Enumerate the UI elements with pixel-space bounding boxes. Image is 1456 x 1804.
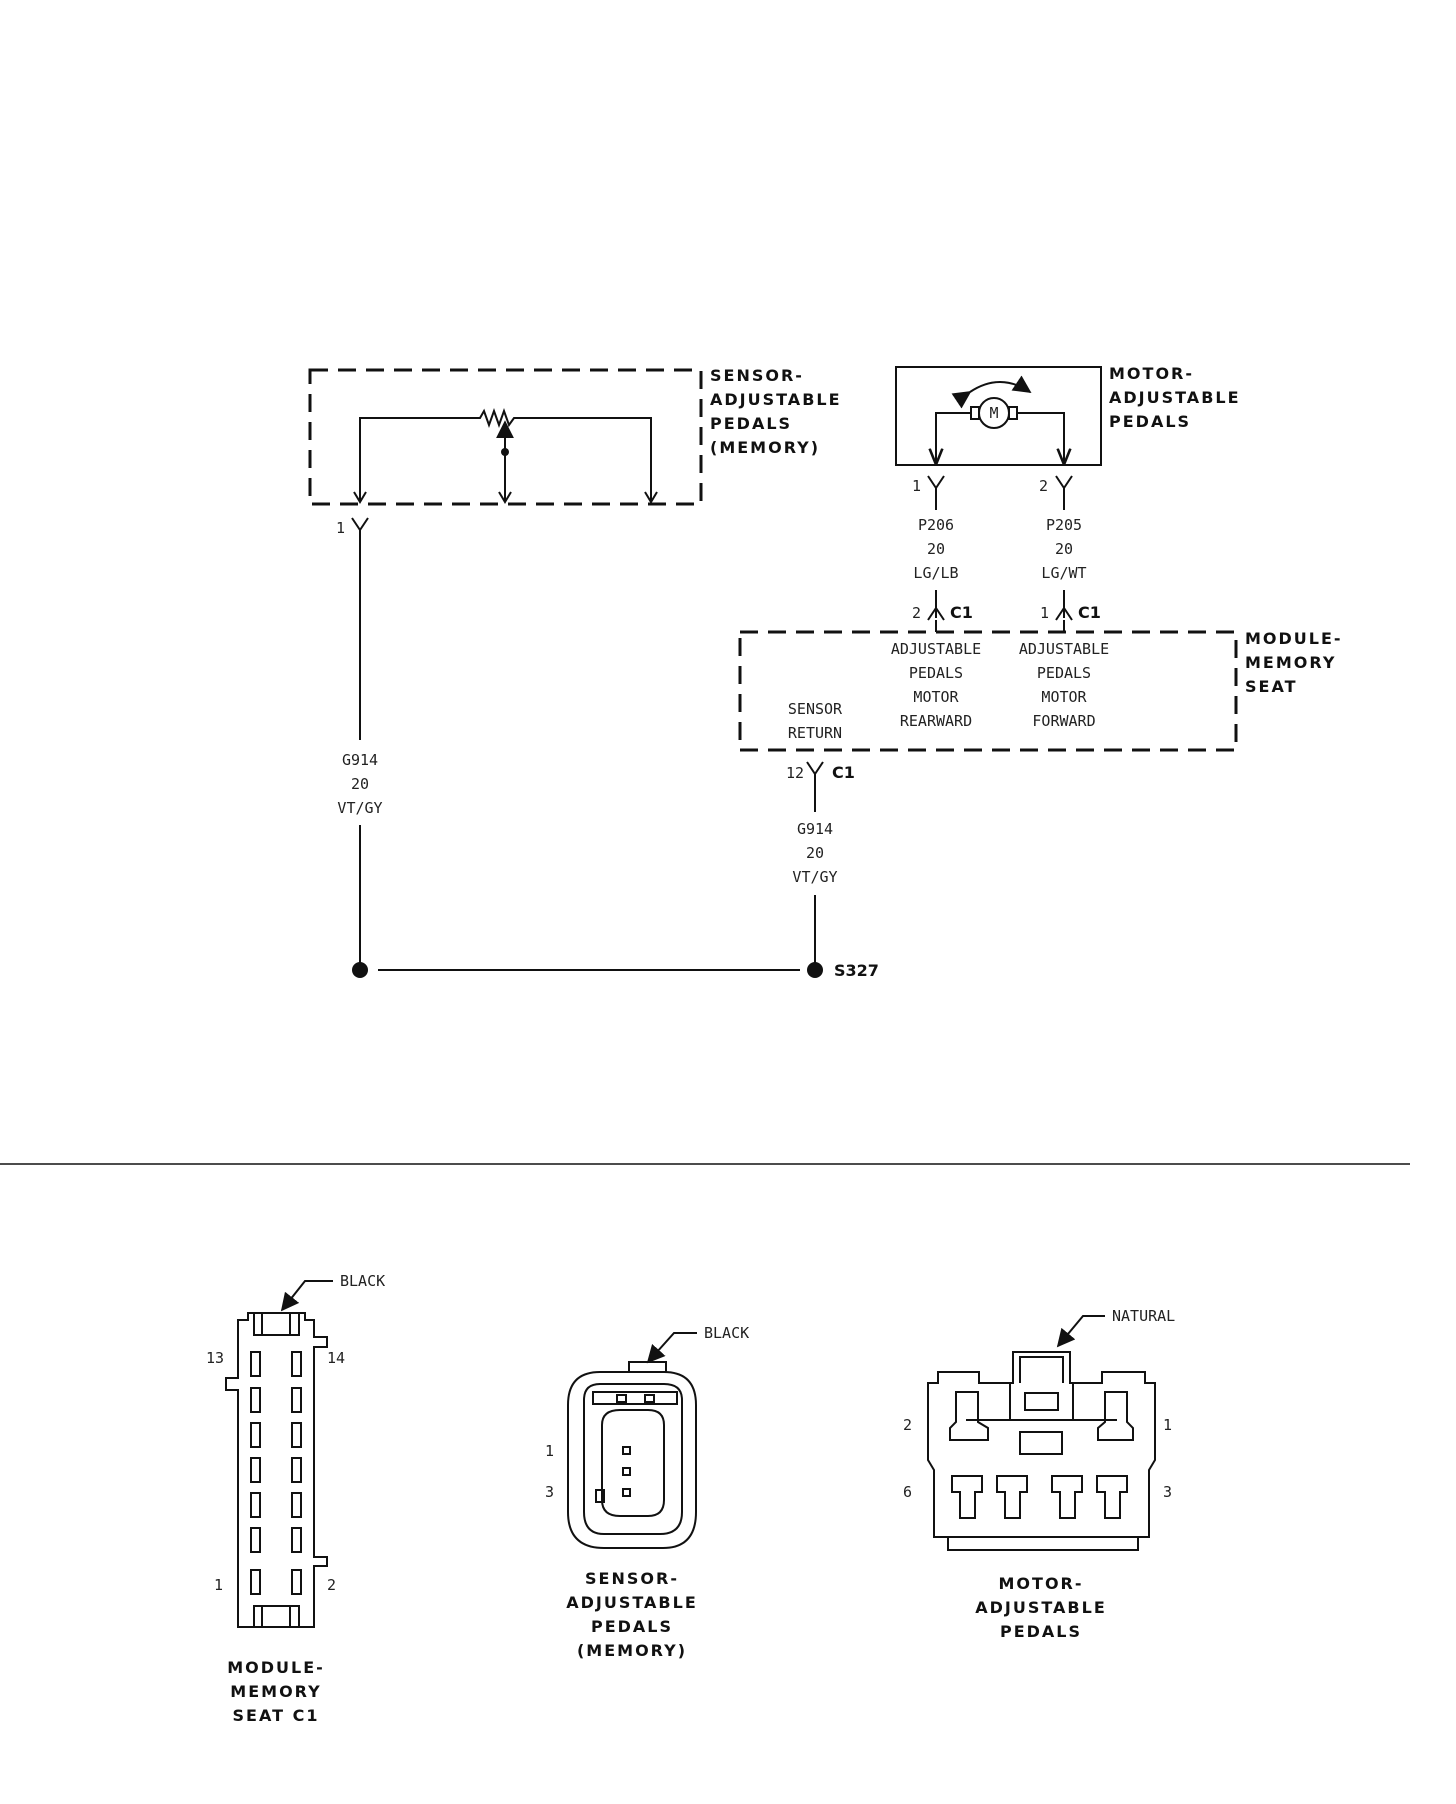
return-cavity: 12 bbox=[786, 764, 804, 782]
sensor-pin-cavities bbox=[622, 1446, 631, 1497]
forward-line-1: ADJUSTABLE bbox=[1019, 640, 1109, 658]
splice-dot-left bbox=[352, 962, 368, 978]
module-c1-title-1: MODULE- bbox=[227, 1658, 325, 1677]
sensor-title-line-2: ADJUSTABLE bbox=[710, 390, 842, 409]
sensor-view-title-4: (MEMORY) bbox=[577, 1641, 687, 1660]
motor-view-pin-1: 1 bbox=[1163, 1416, 1172, 1434]
forward-line-2: PEDALS bbox=[1037, 664, 1091, 682]
forward-line-3: MOTOR bbox=[1041, 688, 1087, 706]
module-c1-color-pointer bbox=[280, 1280, 333, 1312]
sensor-pin-1-label: 1 bbox=[336, 519, 345, 537]
p205-gauge: 20 bbox=[1055, 540, 1073, 558]
g914-right-gauge: 20 bbox=[806, 844, 824, 862]
motor-pin-1-connector bbox=[927, 475, 945, 510]
connector-view-module-c1: BLACK 13 14 1 2 MODULE- MEMORY SEAT C1 bbox=[206, 1272, 385, 1725]
sensor-return-line-1: SENSOR bbox=[788, 700, 843, 718]
module-c1-pin-2: 2 bbox=[327, 1576, 336, 1594]
module-c1-pin-14: 14 bbox=[327, 1349, 345, 1367]
module-c1-color: BLACK bbox=[340, 1272, 385, 1290]
sensor-color-pointer bbox=[646, 1332, 697, 1364]
p206-color: LG/LB bbox=[913, 564, 958, 582]
splice-label: S327 bbox=[834, 961, 879, 980]
motor-pin-2-label: 2 bbox=[1039, 477, 1048, 495]
motor-brush-left bbox=[970, 406, 980, 420]
module-c1-pin-1: 1 bbox=[214, 1576, 223, 1594]
p205-cavity: 1 bbox=[1040, 604, 1049, 622]
sensor-title-line-3: PEDALS bbox=[710, 414, 792, 433]
motor-box bbox=[895, 366, 1102, 466]
motor-color: NATURAL bbox=[1112, 1307, 1175, 1325]
p205-connector-id: C1 bbox=[1078, 603, 1101, 622]
motor-pin-terminals bbox=[949, 1391, 1134, 1519]
motor-title-line-1: MOTOR- bbox=[1109, 364, 1194, 383]
sensor-view-title-1: SENSOR- bbox=[585, 1569, 679, 1588]
connector-view-motor: NATURAL 2 1 6 3 MOTOR- ADJUSTABLE PEDALS bbox=[903, 1307, 1175, 1641]
sensor-dashed-box bbox=[308, 368, 703, 506]
g914-left-color: VT/GY bbox=[337, 799, 382, 817]
g914-right-circuit: G914 bbox=[797, 820, 833, 838]
module-title-line-2: MEMORY bbox=[1245, 653, 1336, 672]
p206-connector-id: C1 bbox=[950, 603, 973, 622]
rearward-line-1: ADJUSTABLE bbox=[891, 640, 981, 658]
module-c1-pin-cavities bbox=[250, 1351, 302, 1595]
motor-view-pin-3: 3 bbox=[1163, 1483, 1172, 1501]
motor-view-title-1: MOTOR- bbox=[999, 1574, 1084, 1593]
potentiometer-icon bbox=[353, 408, 658, 504]
sensor-component: SENSOR- ADJUSTABLE PEDALS (MEMORY) 1 bbox=[308, 366, 842, 545]
rearward-line-4: REARWARD bbox=[900, 712, 972, 730]
module-c1-title-3: SEAT C1 bbox=[233, 1706, 320, 1725]
g914-right-color: VT/GY bbox=[792, 868, 837, 886]
rotation-arrow-icon bbox=[951, 375, 1032, 409]
return-connector bbox=[806, 761, 824, 790]
sensor-title-line-4: (MEMORY) bbox=[710, 438, 820, 457]
p205-color: LG/WT bbox=[1041, 564, 1086, 582]
p206-circuit: P206 bbox=[918, 516, 954, 534]
forward-line-4: FORWARD bbox=[1032, 712, 1095, 730]
motor-view-pin-2: 2 bbox=[903, 1416, 912, 1434]
motor-title-line-3: PEDALS bbox=[1109, 412, 1191, 431]
connector-view-sensor: BLACK 1 3 SENSOR- ADJUSTABLE PEDALS (MEM… bbox=[545, 1324, 749, 1660]
sensor-pin-1-connector bbox=[351, 517, 369, 545]
p206-gauge: 20 bbox=[927, 540, 945, 558]
sensor-view-pin-3: 3 bbox=[545, 1483, 554, 1501]
module-c1-pin-13: 13 bbox=[206, 1349, 224, 1367]
module-c1-title-2: MEMORY bbox=[230, 1682, 321, 1701]
sensor-view-title-3: PEDALS bbox=[591, 1617, 673, 1636]
sensor-title-line-1: SENSOR- bbox=[710, 366, 804, 385]
sensor-color: BLACK bbox=[704, 1324, 749, 1342]
motor-component: M MOTOR- ADJUSTABLE PEDALS 1 2 bbox=[895, 364, 1241, 510]
sensor-view-pin-1: 1 bbox=[545, 1442, 554, 1460]
g914-left-gauge: 20 bbox=[351, 775, 369, 793]
module-title-line-1: MODULE- bbox=[1245, 629, 1343, 648]
p205-module-connector bbox=[1055, 606, 1073, 621]
rearward-line-2: PEDALS bbox=[909, 664, 963, 682]
sensor-return-line-2: RETURN bbox=[788, 724, 842, 742]
p205-circuit: P205 bbox=[1046, 516, 1082, 534]
motor-view-title-3: PEDALS bbox=[1000, 1622, 1082, 1641]
motor-color-pointer bbox=[1056, 1315, 1105, 1348]
motor-view-pin-6: 6 bbox=[903, 1483, 912, 1501]
sensor-view-title-2: ADJUSTABLE bbox=[566, 1593, 698, 1612]
splice-dot-right bbox=[807, 962, 823, 978]
return-connector-id: C1 bbox=[832, 763, 855, 782]
motor-title-line-2: ADJUSTABLE bbox=[1109, 388, 1241, 407]
rearward-line-3: MOTOR bbox=[913, 688, 959, 706]
motor-symbol: M bbox=[989, 404, 998, 422]
module-component: MODULE- MEMORY SEAT ADJUSTABLE PEDALS MO… bbox=[738, 629, 1343, 752]
p206-cavity: 2 bbox=[912, 604, 921, 622]
module-title-line-3: SEAT bbox=[1245, 677, 1298, 696]
g914-left-circuit: G914 bbox=[342, 751, 378, 769]
motor-brush-right bbox=[1008, 406, 1018, 420]
motor-pin-2-connector bbox=[1055, 475, 1073, 510]
motor-pin-1-label: 1 bbox=[912, 477, 921, 495]
motor-view-title-2: ADJUSTABLE bbox=[975, 1598, 1107, 1617]
p206-module-connector bbox=[927, 606, 945, 621]
